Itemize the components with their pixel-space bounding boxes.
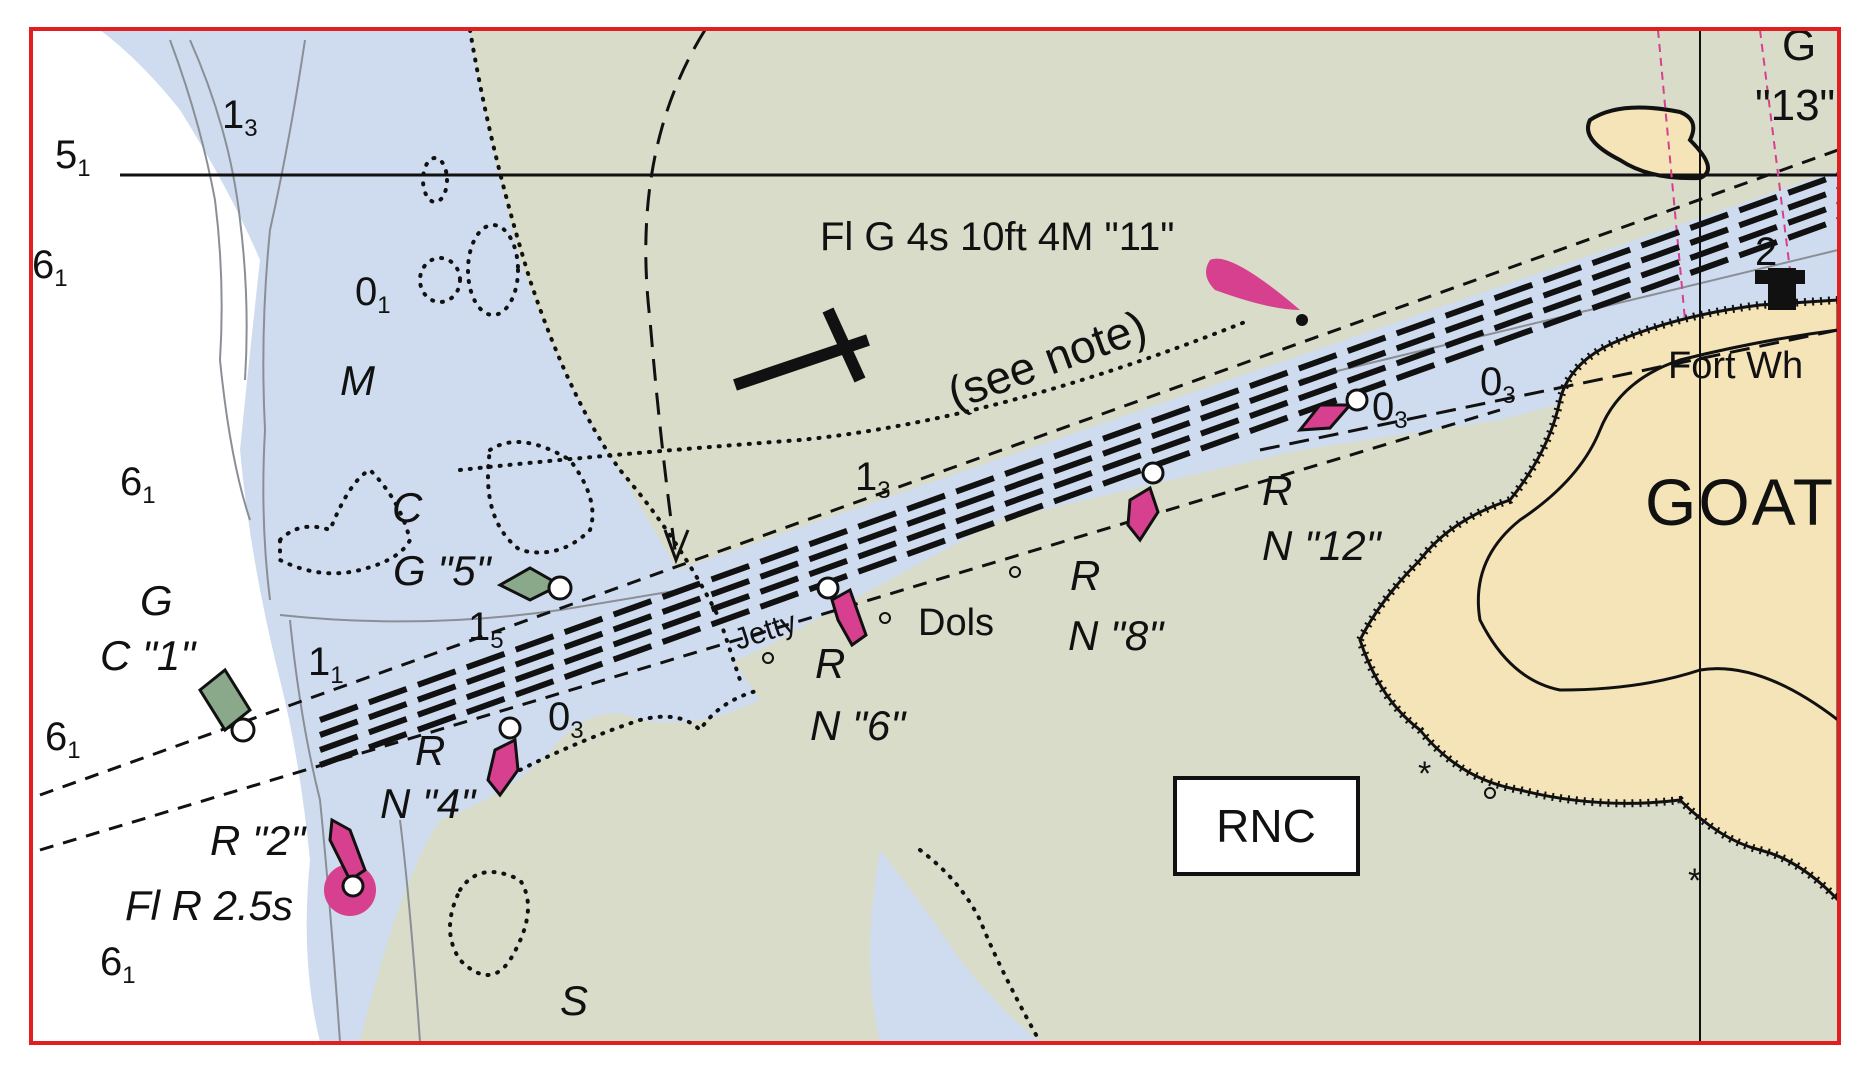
channel-lines	[39, 148, 1838, 852]
island-label: GOAT	[1645, 465, 1835, 539]
chart-border	[29, 27, 1841, 1045]
rock-star-2: *	[1688, 862, 1701, 900]
buoy-c1-color: G	[140, 577, 173, 624]
buoy-r2-label: R "2"	[210, 817, 307, 864]
buoy-n8[interactable]	[1126, 461, 1165, 543]
jetty-symbol	[762, 652, 774, 664]
corner-label-bottom: "13"	[1755, 81, 1835, 130]
sounding: 13	[222, 93, 258, 142]
sounding: 15	[468, 605, 504, 654]
light-label: Fl G 4s 10ft 4M "11"	[820, 215, 1174, 259]
t-symbol-stem	[822, 307, 866, 383]
buoy-g5-label: G "5"	[393, 547, 493, 594]
sounding: 61	[100, 940, 136, 989]
dolphin-symbol	[879, 612, 891, 624]
sounding: 2	[1755, 230, 1777, 274]
buoy-n6[interactable]	[816, 576, 868, 648]
island-hatch	[1355, 296, 1838, 903]
corner-label-top: G	[1782, 21, 1816, 70]
area-letter-s: S	[560, 977, 588, 1024]
buoy-n6-color: R	[815, 640, 845, 687]
area-letter-c: C	[392, 484, 423, 531]
sounding: 11	[308, 640, 344, 689]
sounding: 03	[1480, 360, 1516, 409]
buoy-g5[interactable]	[496, 566, 573, 602]
sounding: 61	[32, 243, 68, 292]
channel-water	[300, 170, 1838, 780]
sounding: 61	[45, 715, 81, 764]
buoy-n4-color: R	[415, 727, 445, 774]
place-label: Fort Wh	[1668, 345, 1803, 387]
sounding: 03	[1372, 385, 1408, 434]
buoy-r2[interactable]	[324, 817, 376, 916]
buoy-c1[interactable]	[198, 667, 256, 743]
buoy-n12-color: R	[1262, 467, 1292, 514]
range-arc	[644, 30, 707, 551]
water-lobe	[870, 850, 1040, 1042]
shallow-area	[32, 30, 320, 1042]
island-contour	[1476, 328, 1838, 722]
light-dot	[1296, 314, 1308, 326]
sounding: 01	[355, 270, 391, 319]
small-island	[1586, 105, 1710, 181]
arc-arrowhead	[663, 529, 690, 565]
rnc-label-box: RNC	[1173, 776, 1360, 876]
buoy-r2-light: Fl R 2.5s	[125, 882, 293, 929]
dolphin-symbol-2	[1009, 566, 1021, 578]
sounding: 13	[855, 455, 891, 504]
buoy-n8-color: R	[1070, 552, 1100, 599]
buoy-n4-label: N "4"	[380, 780, 477, 827]
sounding: 51	[55, 133, 91, 182]
dols-label: Dols	[918, 602, 994, 644]
shoal-outlines	[278, 30, 1252, 1042]
buoy-n4[interactable]	[486, 716, 522, 798]
rock-star-1: *	[1418, 755, 1431, 793]
rnc-label: RNC	[1216, 800, 1316, 852]
buoy-c1-label: C "1"	[100, 632, 197, 679]
buoy-n8-label: N "8"	[1068, 612, 1165, 659]
buoy-n12[interactable]	[1296, 388, 1369, 432]
pier-head	[1755, 270, 1805, 284]
sounding: 03	[548, 695, 584, 744]
sounding: 61	[120, 460, 156, 509]
buoy-n12-label: N "12"	[1262, 522, 1383, 569]
magenta-line-2	[1759, 30, 1791, 271]
area-letter-m: M	[340, 357, 375, 404]
shore-symbol	[1484, 787, 1496, 799]
light-flare	[1206, 258, 1300, 310]
buoy-n6-label: N "6"	[810, 702, 907, 749]
magenta-line-1	[1657, 30, 1686, 321]
